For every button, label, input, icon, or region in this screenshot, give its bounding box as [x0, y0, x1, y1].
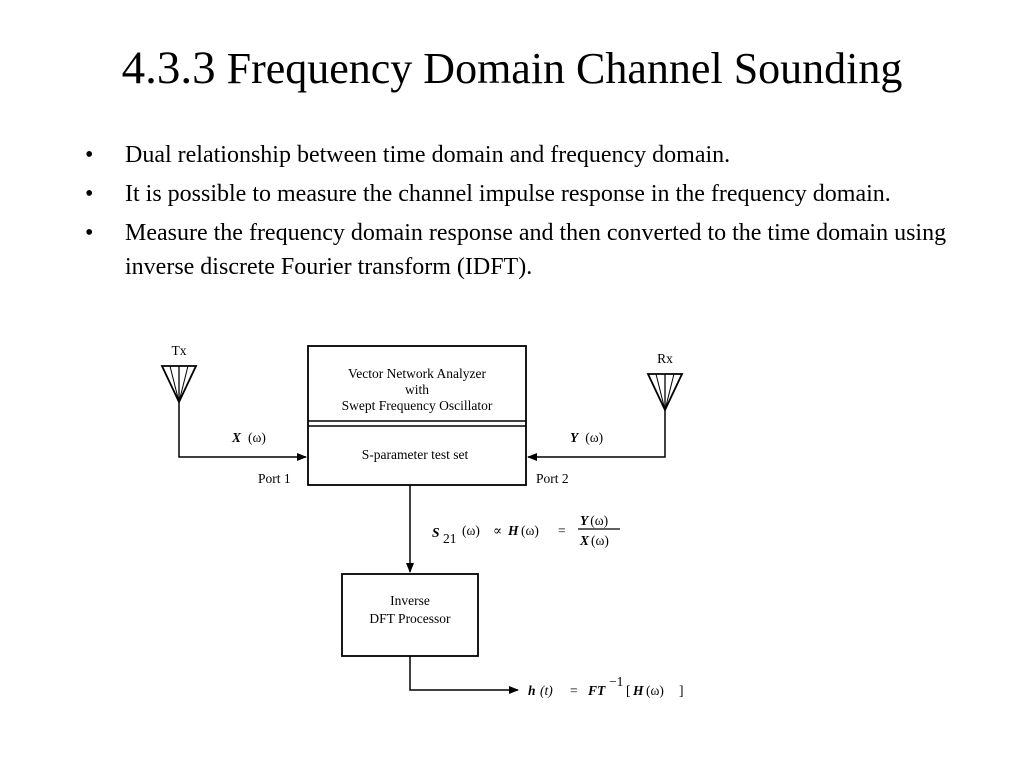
idft-title-line1: Inverse — [390, 593, 430, 608]
y-omega-label: Y (ω) — [570, 429, 603, 446]
port2-label: Port 2 — [536, 471, 569, 486]
tx-label: Tx — [172, 343, 187, 358]
svg-text:21: 21 — [443, 531, 457, 546]
bullet-dot: • — [85, 220, 94, 246]
vna-box — [307, 345, 527, 486]
svg-text:]: ] — [679, 683, 684, 698]
title-text: Frequency Domain Channel Sounding — [226, 44, 903, 93]
port1-label: Port 1 — [258, 471, 291, 486]
title-number: 4.3.3 — [121, 42, 216, 94]
rx-label: Rx — [657, 351, 673, 366]
s21-equation: S 21 (ω) ∝ H (ω) = Y(ω) X(ω) — [432, 513, 620, 548]
svg-text:−1: −1 — [609, 674, 623, 689]
bullet-text: It is possible to measure the channel im… — [125, 181, 891, 207]
svg-text:X(ω): X(ω) — [579, 533, 609, 548]
tx-feed-arrow — [178, 402, 307, 461]
bullet-item: • It is possible to measure the channel … — [82, 177, 962, 211]
tx-antenna-icon — [160, 365, 198, 405]
svg-text:[: [ — [626, 683, 631, 698]
svg-text:(ω): (ω) — [646, 683, 664, 698]
bullet-dot: • — [85, 142, 94, 168]
svg-text:Y(ω): Y(ω) — [580, 513, 608, 528]
vna-title-line2: with — [405, 382, 429, 397]
output-arrow — [409, 656, 519, 694]
svg-text:H: H — [632, 683, 644, 698]
slide-title: 4.3.3 Frequency Domain Channel Sounding — [0, 40, 1024, 97]
svg-text:FT: FT — [587, 683, 606, 698]
svg-text:=: = — [558, 523, 566, 538]
x-omega-label: X (ω) — [231, 429, 266, 446]
rx-feed-arrow — [527, 410, 666, 461]
bullet-item: • Measure the frequency domain response … — [82, 216, 962, 284]
svg-text:h: h — [528, 683, 536, 698]
vna-title-line3: Swept Frequency Oscillator — [342, 398, 493, 413]
vna-title-line1: Vector Network Analyzer — [348, 366, 486, 381]
sparam-label: S-parameter test set — [362, 447, 469, 462]
svg-text:H: H — [507, 523, 519, 538]
svg-text:(ω): (ω) — [521, 523, 539, 538]
svg-text:(t): (t) — [540, 683, 553, 698]
svg-text:∝: ∝ — [493, 523, 502, 538]
idft-title-line2: DFT Processor — [369, 611, 451, 626]
impulse-response-equation: h (t) = FT −1 [ H (ω) ] — [528, 674, 684, 698]
rx-antenna-icon — [646, 373, 684, 413]
svg-text:(ω): (ω) — [462, 523, 480, 538]
svg-text:S: S — [432, 525, 440, 540]
svg-text:=: = — [570, 683, 578, 698]
bullet-item: • Dual relationship between time domain … — [82, 138, 962, 172]
bullet-dot: • — [85, 181, 94, 207]
bullet-text: Measure the frequency domain response an… — [125, 220, 947, 280]
bullet-text: Dual relationship between time domain an… — [125, 142, 731, 168]
bullet-list: • Dual relationship between time domain … — [82, 138, 962, 289]
